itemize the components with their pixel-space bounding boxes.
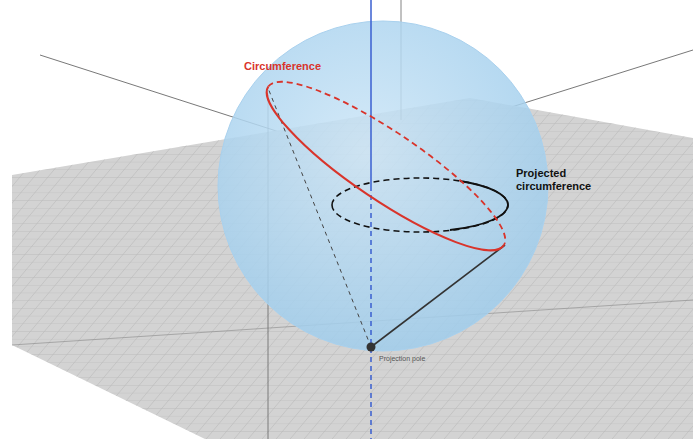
pole-label: Projection pole [379, 355, 425, 363]
projected-circle-label: Projected circumference [516, 167, 602, 193]
projection-ray [371, 245, 505, 347]
sphere [218, 21, 548, 351]
projected-circle-front [332, 205, 508, 232]
vertical-axis [370, 186, 372, 439]
circle-label: Circumference [244, 60, 321, 73]
projection-ray [268, 88, 371, 347]
projected-circle-solid [450, 181, 508, 230]
circumference-front [249, 87, 503, 274]
vertical-axis [370, 0, 372, 186]
circumference-back [268, 58, 522, 245]
projection-pole-dot [367, 343, 376, 352]
